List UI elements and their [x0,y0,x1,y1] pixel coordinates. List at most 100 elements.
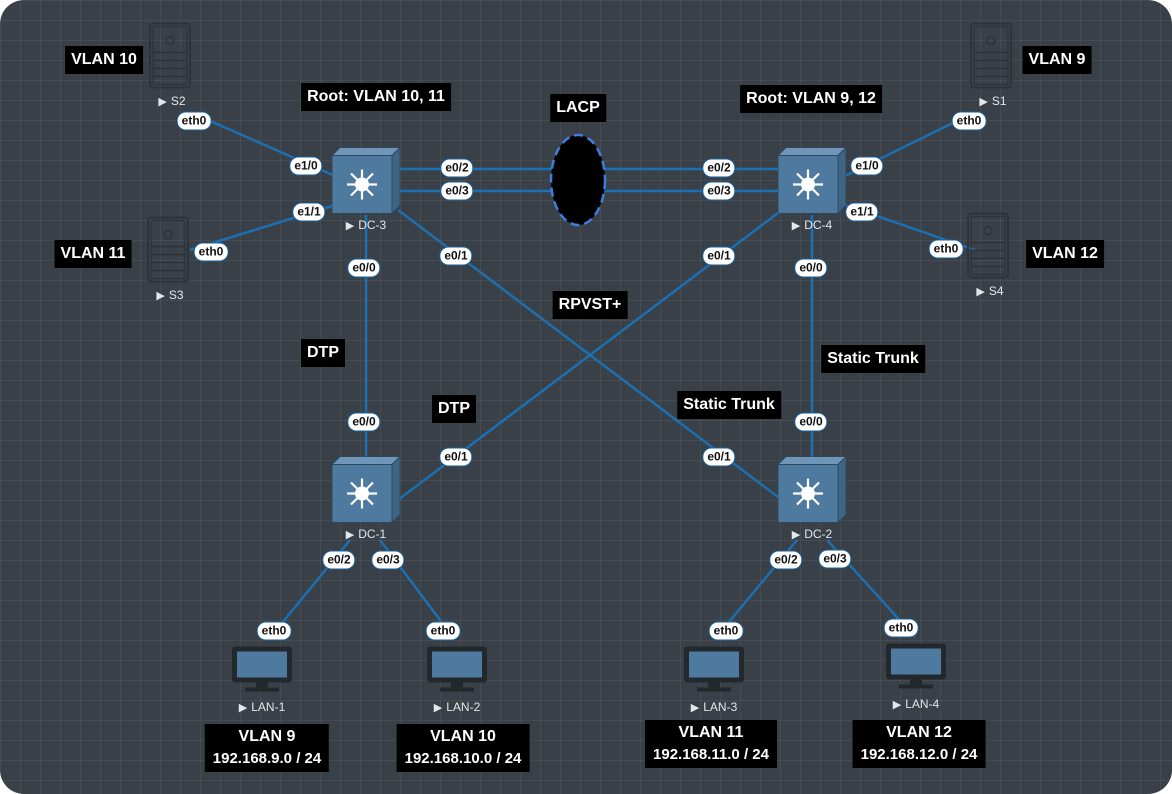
iface-dc1-e0-3: e0/3 [371,550,405,570]
iface-dc4-e0-1: e0/1 [702,246,736,266]
monitor-icon [232,646,292,692]
lan2-network: 192.168.10.0 / 24 [404,750,522,767]
iface-dc4-e0-0: e0/0 [794,258,828,278]
vlan11-s3-label: VLAN 11 [54,240,132,268]
pc-lan1[interactable] [231,646,293,699]
pc-lan4[interactable] [885,643,947,696]
iface-dc1-e0-1: e0/1 [439,447,473,467]
rpvst-label: RPVST+ [552,291,628,319]
server-icon [970,22,1012,89]
l3-switch-icon [330,455,402,524]
lan4-network: 192.168.12.0 / 24 [860,746,978,763]
server-s3[interactable] [147,216,189,288]
lan4-caption: ▶LAN-4 [892,697,940,711]
iface-dc3-e0-1: e0/1 [439,246,473,266]
server-icon [967,212,1009,279]
dc2-name: DC-2 [804,527,833,541]
dc1-caption: ▶DC-1 [345,527,387,541]
s2-name: S2 [170,94,186,108]
switch-dc2[interactable] [776,455,848,528]
pc-lan2[interactable] [426,646,488,699]
iface-dc2-e0-0: e0/0 [794,412,828,432]
switch-dc1[interactable] [330,455,402,528]
server-s2[interactable] [149,22,191,94]
iface-s4-eth0: eth0 [928,239,964,259]
vlan10-s2-label: VLAN 10 [65,46,143,74]
l3-switch-icon [776,455,848,524]
server-icon [149,22,191,89]
s4-caption: ▶S4 [976,284,1004,298]
iface-dc4-e1-1: e1/1 [845,202,879,222]
lan2-name: LAN-2 [446,700,481,714]
iface-dc1-e0-2: e0/2 [322,550,356,570]
monitor-icon [886,643,946,689]
root-dc4-label: Root: VLAN 9, 12 [740,85,882,113]
lan3-network: 192.168.11.0 / 24 [653,746,769,763]
switch-dc4[interactable] [776,146,848,219]
lan4-name: LAN-4 [905,697,940,711]
lan4-vlan: VLAN 12 [886,724,952,741]
iface-dc3-e0-0: e0/0 [347,258,381,278]
lan4-subnet-label: VLAN 12 192.168.12.0 / 24 [852,720,986,768]
iface-dc3-e0-2: e0/2 [440,158,474,178]
iface-dc3-e0-3: e0/3 [440,181,474,201]
iface-lan2-eth0: eth0 [425,621,461,641]
lan1-caption: ▶LAN-1 [238,700,286,714]
s4-name: S4 [988,284,1004,298]
dtp-mid-label: DTP [432,395,476,423]
lan1-vlan: VLAN 9 [238,728,296,745]
iface-dc3-e1-0: e1/0 [289,156,323,176]
dtp-left-label: DTP [301,339,345,367]
l3-switch-icon [776,146,848,215]
dc3-name: DC-3 [358,218,387,232]
monitor-icon [427,646,487,692]
iface-s1-eth0: eth0 [951,111,987,131]
root-dc3-label: Root: VLAN 10, 11 [301,83,451,111]
iface-s2-eth0: eth0 [176,111,212,131]
lan2-vlan: VLAN 10 [430,728,496,745]
lan1-subnet-label: VLAN 9 192.168.9.0 / 24 [204,724,330,772]
s1-name: S1 [991,94,1007,108]
server-icon [147,216,189,283]
iface-dc2-e0-3: e0/3 [818,549,852,569]
lan2-subnet-label: VLAN 10 192.168.10.0 / 24 [396,724,530,772]
lan1-name: LAN-1 [251,700,286,714]
lan2-caption: ▶LAN-2 [433,700,481,714]
dc1-name: DC-1 [358,527,387,541]
iface-dc4-e1-0: e1/0 [850,156,884,176]
pc-lan3[interactable] [683,646,745,699]
vlan12-s4-label: VLAN 12 [1026,240,1104,268]
iface-lan1-eth0: eth0 [256,621,292,641]
server-s1[interactable] [970,22,1012,94]
iface-lan4-eth0: eth0 [883,618,919,638]
static-trunk-mid-label: Static Trunk [677,391,781,419]
s1-caption: ▶S1 [979,94,1007,108]
iface-dc3-e1-1: e1/1 [292,202,326,222]
switch-dc3[interactable] [330,146,402,219]
lan1-network: 192.168.9.0 / 24 [212,750,322,767]
lacp-label: LACP [550,94,606,122]
iface-dc1-e0-0: e0/0 [347,412,381,432]
s3-name: S3 [168,288,184,302]
s3-caption: ▶S3 [156,288,184,302]
iface-dc2-e0-2: e0/2 [769,550,803,570]
monitor-icon [684,646,744,692]
vlan9-s1-label: VLAN 9 [1022,46,1092,74]
lan3-subnet-label: VLAN 11 192.168.11.0 / 24 [645,720,777,768]
iface-dc4-e0-3: e0/3 [702,181,736,201]
dc3-caption: ▶DC-3 [345,218,387,232]
lan3-caption: ▶LAN-3 [690,700,738,714]
iface-dc2-e0-1: e0/1 [702,447,736,467]
s2-caption: ▶S2 [158,94,186,108]
dc4-caption: ▶DC-4 [791,218,833,232]
server-s4[interactable] [967,212,1009,284]
dc2-caption: ▶DC-2 [791,527,833,541]
iface-dc4-e0-2: e0/2 [702,158,736,178]
iface-s3-eth0: eth0 [193,242,229,262]
lan3-vlan: VLAN 11 [678,724,744,741]
iface-lan3-eth0: eth0 [708,621,744,641]
lan3-name: LAN-3 [703,700,738,714]
static-trunk-right-label: Static Trunk [821,345,925,373]
l3-switch-icon [330,146,402,215]
